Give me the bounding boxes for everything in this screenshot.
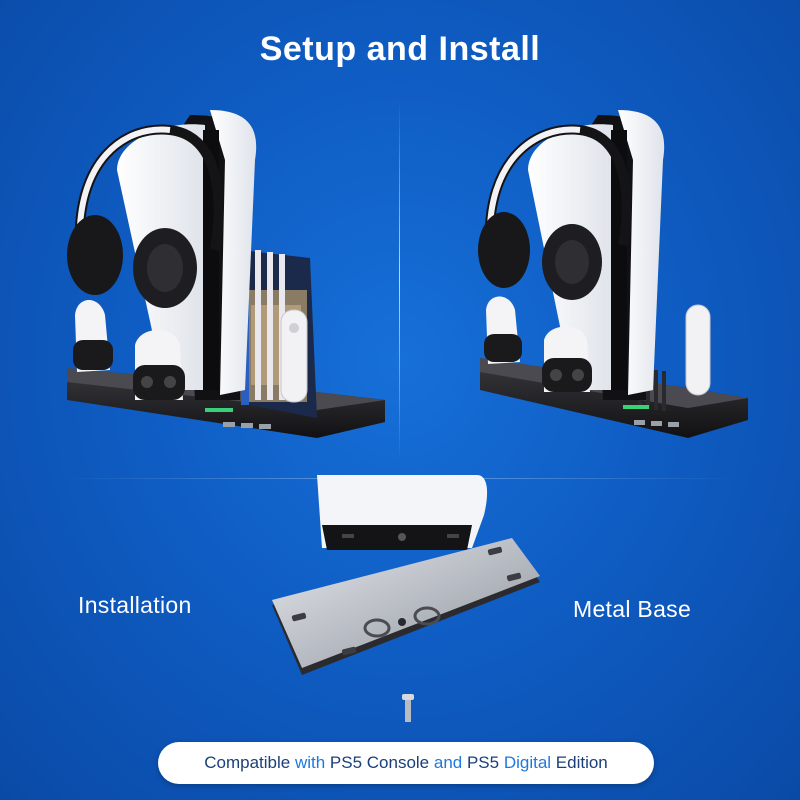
usb-port-icon xyxy=(223,422,271,429)
remote-icon xyxy=(280,309,308,403)
caption-part: Digital xyxy=(503,753,556,772)
metal-base-plate xyxy=(272,538,540,675)
controller-icon xyxy=(484,296,592,392)
screw-icon xyxy=(402,694,414,722)
page-title: Setup and Install xyxy=(259,30,541,68)
caption-part: PS5 xyxy=(466,753,504,772)
usb-port-icon xyxy=(634,420,679,427)
ps5-console-bottom xyxy=(317,475,488,550)
section-divider-vertical xyxy=(399,100,400,460)
stand-with-discs-photo xyxy=(67,110,385,438)
controller-icon xyxy=(73,300,185,400)
caption-part: Compatible xyxy=(204,753,295,772)
remote-icon xyxy=(685,304,711,396)
stand-without-discs-photo xyxy=(478,110,748,438)
headphones-icon xyxy=(478,124,632,300)
metal-base-label: Metal Base xyxy=(573,596,692,622)
installation-detail-photo xyxy=(272,475,540,722)
caption-part: Edition xyxy=(555,753,608,772)
installation-label: Installation xyxy=(78,592,192,618)
cooling-fan-icon xyxy=(363,606,441,638)
caption-part: and xyxy=(433,753,467,772)
caption-part: PS5 Console xyxy=(329,753,434,772)
compatibility-caption: Compatible with PS5 Console and PS5 Digi… xyxy=(158,742,654,784)
caption-part: with xyxy=(294,753,330,772)
headphones-icon xyxy=(67,124,224,308)
